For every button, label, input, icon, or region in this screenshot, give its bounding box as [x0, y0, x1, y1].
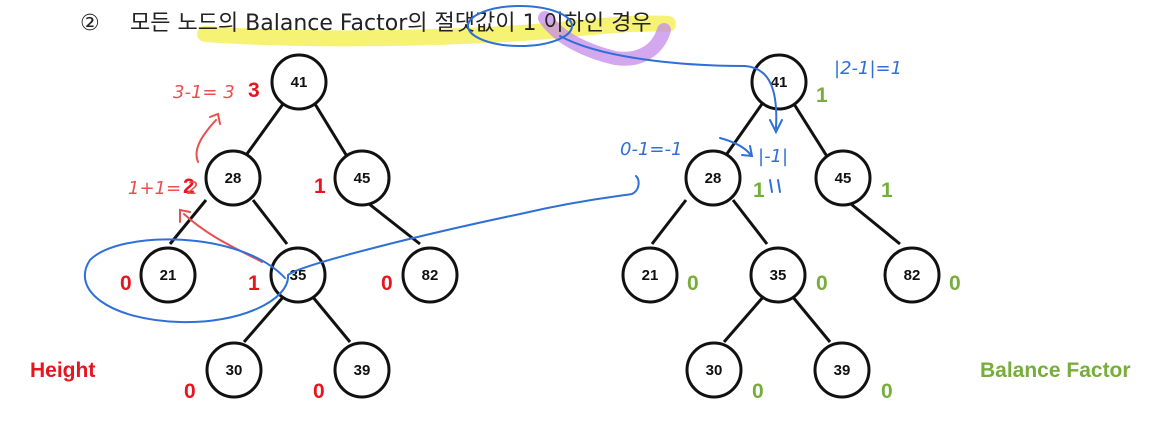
bf-value: 0	[687, 272, 699, 295]
height-value: 0	[184, 380, 196, 403]
legend-balance-factor: Balance Factor	[980, 359, 1131, 382]
tree-node: 39	[333, 341, 391, 399]
tree-node: 21	[139, 246, 197, 304]
height-tree-nodes: 41 28 45 21 35 82 30 39	[139, 53, 459, 399]
title-marker: ②	[80, 11, 100, 36]
svg-text:28: 28	[705, 170, 722, 187]
bf-value: 0	[752, 380, 764, 403]
bf-value: 0	[816, 272, 828, 295]
tree-node: 39	[813, 341, 871, 399]
svg-text:30: 30	[226, 362, 243, 379]
bf-value: 0	[949, 272, 961, 295]
height-value: 1	[314, 175, 326, 198]
blue-annotation-mid: 0-1=-1	[620, 139, 682, 160]
tree-node: 21	[621, 246, 679, 304]
red-arrow-up-icon	[195, 112, 221, 163]
svg-text:82: 82	[904, 267, 921, 284]
tree-node: 45	[814, 149, 872, 207]
svg-text:21: 21	[160, 267, 177, 284]
tree-node: 28	[204, 149, 262, 207]
tree-node: 82	[401, 246, 459, 304]
page-title: 모든 노드의 Balance Factor의 절댓값이 1 이하인 경우	[130, 11, 652, 36]
bf-value: 1	[881, 179, 893, 202]
blue-connector-top-icon	[559, 35, 783, 135]
bf-value: 0	[881, 380, 893, 403]
purple-highlight	[538, 11, 671, 66]
height-value: 0	[313, 380, 325, 403]
blue-annotation-small: |-1|	[758, 146, 788, 167]
svg-text:39: 39	[834, 362, 851, 379]
bf-value: 1	[753, 179, 765, 202]
height-labels: 3 2 1 0 1 0 0 0	[120, 79, 393, 403]
bf-tree	[650, 103, 901, 343]
blue-loop-icon	[83, 175, 640, 324]
height-value: 0	[120, 272, 132, 295]
tree-node: 30	[205, 341, 263, 399]
svg-text:39: 39	[354, 362, 371, 379]
tree-node: 30	[685, 341, 743, 399]
blue-ink-strokes	[83, 5, 783, 324]
svg-text:41: 41	[291, 74, 308, 91]
svg-text:45: 45	[354, 170, 371, 187]
bf-value: 1	[816, 84, 828, 107]
tree-node: 41	[750, 53, 808, 111]
legend-height: Height	[30, 359, 95, 382]
blue-annotation-top: |2-1|=1	[834, 58, 902, 79]
blue-tick-icon	[769, 179, 781, 193]
red-annotation-top: 3-1= 3	[173, 82, 235, 103]
tree-node: 28	[684, 149, 742, 207]
svg-text:21: 21	[642, 267, 659, 284]
height-value: 0	[381, 272, 393, 295]
tree-node: 82	[883, 246, 941, 304]
height-value: 2	[183, 175, 195, 198]
svg-text:41: 41	[771, 74, 788, 91]
height-tree	[168, 103, 421, 343]
svg-text:35: 35	[770, 267, 787, 284]
tree-node: 41	[270, 53, 328, 111]
tree-node: 35	[749, 246, 807, 304]
height-value: 3	[248, 79, 260, 102]
blue-arrow-mid-icon	[719, 137, 754, 158]
svg-text:28: 28	[225, 170, 242, 187]
red-arrow-mid-icon	[179, 208, 263, 263]
red-annotation-mid: 1+1= 2	[128, 178, 198, 199]
svg-text:45: 45	[835, 170, 852, 187]
svg-text:82: 82	[422, 267, 439, 284]
bf-tree-nodes: 41 28 45 21 35 82 30 39	[621, 53, 941, 399]
tree-node: 45	[333, 149, 391, 207]
yellow-highlight	[197, 15, 676, 47]
height-value: 1	[248, 272, 260, 295]
svg-text:30: 30	[706, 362, 723, 379]
blue-circle-icon	[467, 5, 573, 47]
bf-labels: 1 1 1 0 0 0 0 0	[687, 84, 961, 403]
